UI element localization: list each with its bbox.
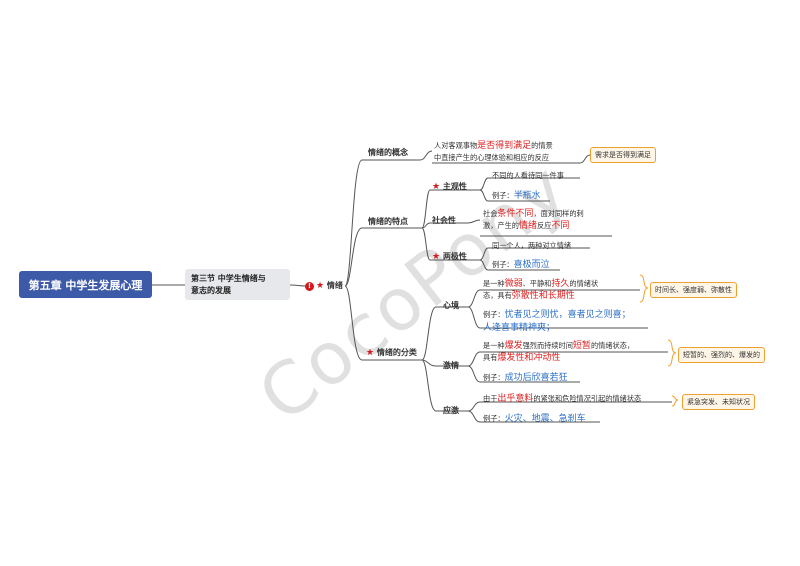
mood-note[interactable]: 时间长、强度弱、弥散性 [650,282,737,298]
example-prefix: 例子： [483,414,505,423]
passion-text[interactable]: 是一种爆发强烈而持续时间短暂的情绪状态， 具有爆发性和冲动性 [483,340,634,364]
mood-t1-a: 是一种 [483,279,505,288]
mood-t1-highlight-1: 微弱 [504,279,523,289]
mood-t1-c: 、平静和 [522,279,552,288]
concept-text-a: 人对客观事物 [434,141,478,150]
star-icon: ★ [366,348,375,358]
star-icon: ★ [432,182,441,192]
subjective-example[interactable]: 例子：半瓶水 [492,190,541,202]
social-t1-c: ，面对同样的刺 [533,209,584,218]
polarity-topic[interactable]: ★ 两极性 [432,251,467,262]
concept-text-c: 的情景 [531,141,553,150]
mood-text[interactable]: 是一种微弱、平静和持久的情绪状 态，具有弥散性和长期性 [483,278,598,302]
stress-text[interactable]: 由于出乎意料的紧张和危险情况引起的情绪状态 [483,393,641,405]
mood-example[interactable]: 例子：忧者见之则忧，喜者见之则喜； 人逢喜事精神爽； [483,308,631,335]
stress-label[interactable]: 应激 [443,406,459,415]
passion-t2-a: 具有 [483,353,498,362]
stress-example[interactable]: 例子：火灾、地震、急刹车 [483,413,586,425]
star-icon: ★ [316,281,325,291]
features-label[interactable]: 情绪的特点 [368,217,408,226]
social-label[interactable]: 社会性 [432,216,456,225]
stress-t1-c: 的紧张和危险情况引起的情绪状态 [533,394,642,403]
classification-topic[interactable]: ★ 情绪的分类 [366,347,417,358]
passion-label[interactable]: 激情 [443,361,459,370]
mood-t1-e: 的情绪状 [569,279,599,288]
passion-note[interactable]: 短暂的、强烈的、爆发的 [678,347,765,363]
passion-t1-c: 强烈而持续时间 [522,341,573,350]
exclamation-icon: ! [305,282,314,291]
classification-label: 情绪的分类 [376,348,417,357]
emotion-topic[interactable]: !★ 情绪 [305,280,343,291]
concept-note[interactable]: 需求是否得到满足 [590,147,656,163]
polarity-label: 两极性 [442,252,467,261]
subjective-example-value: 半瓶水 [513,191,541,201]
example-prefix: 例子： [483,310,505,319]
social-t1-a: 社会 [483,209,498,218]
social-t2-c: 反应 [536,221,552,230]
social-text[interactable]: 社会条件不同，面对同样的刺 激，产生的情绪反应不同 [483,208,584,232]
passion-t2-highlight: 爆发性和冲动性 [497,353,561,363]
passion-t1-a: 是一种 [483,341,505,350]
polarity-text[interactable]: 同一个人，两种对立情绪 [492,241,572,250]
social-t2-highlight-2: 不同 [551,221,570,231]
stress-note[interactable]: 紧急突发、未知状况 [682,394,755,410]
mood-t2-a: 态，具有 [483,291,512,300]
concept-label[interactable]: 情绪的概念 [368,148,408,157]
social-t1-highlight: 条件不同 [497,209,534,219]
example-prefix: 例子： [483,373,505,382]
example-prefix: 例子： [492,191,514,200]
stress-t1-a: 由于 [483,394,498,403]
subjective-topic[interactable]: ★ 主观性 [432,181,467,192]
mood-example-1: 忧者见之则忧，喜者见之则喜； [504,310,631,320]
social-t2-highlight-1: 情绪 [518,221,537,231]
subjective-text[interactable]: 不同的人看待同一件事 [492,171,564,180]
section-line-1: 第三节 中学生情绪与 [191,274,266,283]
stress-example-value: 火灾、地震、急刹车 [504,414,586,424]
polarity-example[interactable]: 例子：喜极而泣 [492,259,550,271]
section-topic[interactable]: 第三节 中学生情绪与 意志的发展 [185,269,290,300]
stress-t1-highlight: 出乎意料 [497,394,534,404]
mood-label[interactable]: 心境 [443,301,459,310]
passion-t1-highlight-1: 爆发 [504,341,523,351]
concept-text-line2: 中直接产生的心理体验和相应的反应 [434,153,550,162]
star-icon: ★ [432,252,441,262]
root-topic[interactable]: 第五章 中学生发展心理 [19,271,152,298]
passion-t1-highlight-2: 短暂 [572,341,591,351]
social-t2-a: 激，产生的 [483,221,519,230]
polarity-example-value: 喜极而泣 [513,260,550,270]
mood-example-2: 人逢喜事精神爽； [483,323,556,333]
mood-t2-highlight: 弥散性和长期性 [511,291,575,301]
passion-example[interactable]: 例子：成功后欣喜若狂 [483,372,568,384]
subjective-label: 主观性 [442,182,467,191]
passion-t1-e: 的情绪状态， [590,341,635,350]
concept-text[interactable]: 人对客观事物是否得到满足的情景 中直接产生的心理体验和相应的反应 [434,140,553,163]
passion-example-value: 成功后欣喜若狂 [504,373,568,383]
section-line-2: 意志的发展 [191,286,231,295]
mood-t1-highlight-2: 持久 [551,279,570,289]
concept-text-highlight: 是否得到满足 [477,141,532,151]
emotion-label: 情绪 [326,281,343,290]
example-prefix: 例子： [492,260,514,269]
